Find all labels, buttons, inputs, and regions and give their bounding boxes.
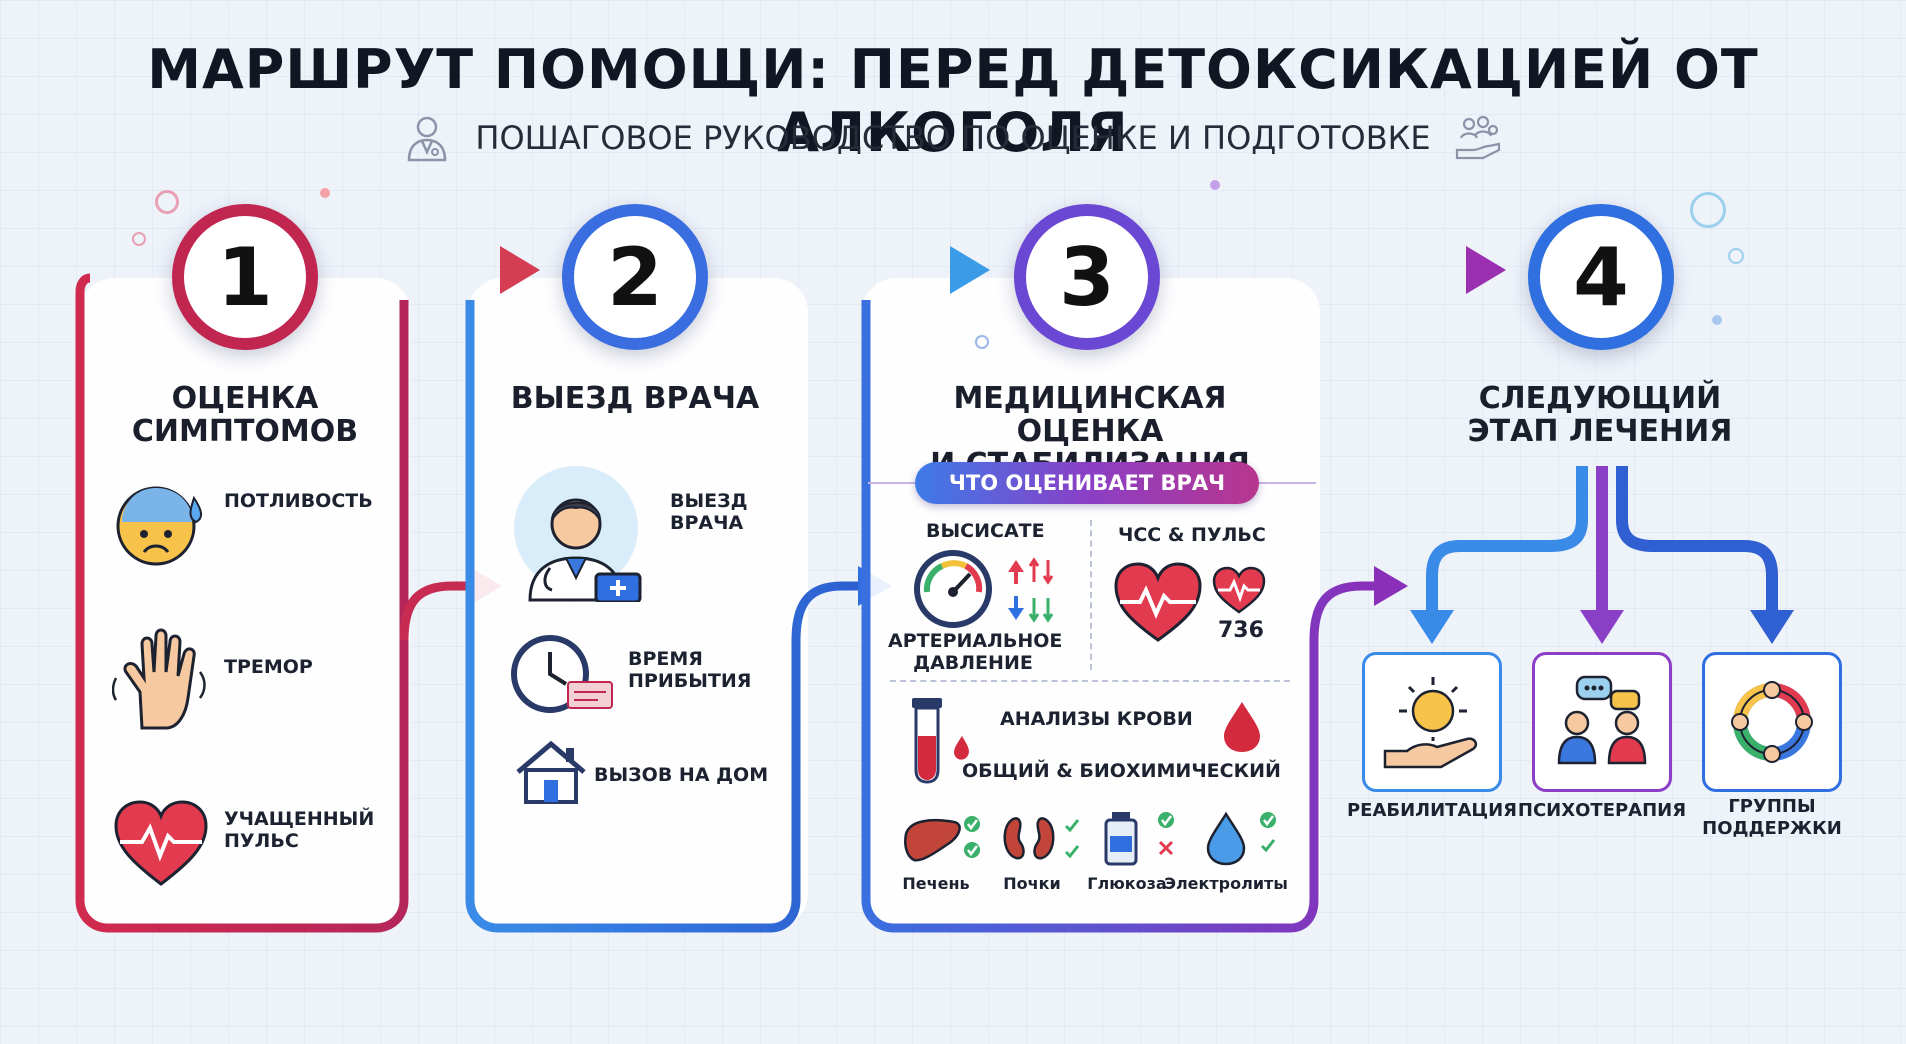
blood-pressure-label-line1: АРТЕРИАЛЬНОЕ: [888, 630, 1063, 652]
hands-circle-icon: [1731, 681, 1813, 763]
bp-arrows-icon: [1008, 557, 1054, 623]
arrow-head-lower-3: [1374, 566, 1408, 606]
stage-3-title-line1: МЕДИЦИНСКАЯ ОЦЕНКА: [953, 381, 1227, 449]
rehab-label: РЕАБИЛИТАЦИЯ: [1346, 800, 1518, 821]
arrow-head-support: [1750, 610, 1794, 644]
organ-kidneys-label: Почки: [1003, 874, 1061, 893]
blood-pressure-label-line2: ДАВЛЕНИЕ: [913, 652, 1033, 674]
organ-electrolytes-label: Электролиты: [1164, 874, 1288, 893]
stage3-frame: [861, 300, 1376, 933]
stage2-panel: [468, 278, 808, 928]
divider: [890, 680, 1290, 682]
tremor-hand-icon: [112, 628, 206, 730]
glucose-vial-icon: [1104, 812, 1174, 866]
support-groups-option-card[interactable]: [1702, 652, 1842, 792]
arrow-head-rehab: [1410, 610, 1454, 644]
doctor-visit-label-line1: ВЫЕЗД: [670, 490, 748, 512]
heart-rate-label: ЧСС & ПУЛЬС: [1118, 524, 1266, 546]
organ-liver-label: Печень: [902, 874, 970, 893]
support-groups-label: ГРУППЫ ПОДДЕРЖКИ: [1680, 796, 1864, 840]
heart-rate-icon: [1114, 562, 1202, 642]
step-1-circle: 1: [172, 204, 318, 350]
blood-tests-label: АНАЛИЗЫ КРОВИ: [1000, 708, 1193, 730]
branch-support: [1616, 466, 1778, 612]
stage-2-title: ВЫЕЗД ВРАЧА: [510, 381, 760, 416]
sparkle-bubble: [975, 335, 989, 349]
symptom-pulse-label-line1: УЧАЩЕННЫЙ: [224, 808, 375, 830]
symptom-pulse-label: УЧАЩЕННЫЙ ПУЛЬС: [224, 808, 374, 852]
organ-glucose-label: Глюкоза: [1087, 874, 1167, 893]
stage-1-title: ОЦЕНКА СИМПТОМОВ: [90, 382, 400, 448]
doctor-visit-label-line2: ВРАЧА: [670, 512, 744, 534]
stage2-frame: [465, 300, 860, 933]
arrival-time-label: ВРЕМЯ ПРИБЫТИЯ: [628, 648, 751, 692]
step-3-circle: 3: [1014, 204, 1160, 350]
blood-pressure-gauge-icon: [914, 550, 992, 628]
arrow-head-1-2: [500, 246, 540, 294]
sparkle-bubble: [1728, 248, 1744, 264]
sweating-face-icon: [116, 486, 202, 566]
sparkle-bubble: [132, 232, 146, 246]
sparkle-dot: [1712, 315, 1722, 325]
psychotherapy-option-card[interactable]: [1532, 652, 1672, 792]
arrow-head-psychotherapy: [1580, 610, 1624, 644]
rehab-option-card[interactable]: [1362, 652, 1502, 792]
blood-drop-icon: [1224, 702, 1260, 752]
doctor-visit-label: ВЫЕЗД ВРАЧА: [670, 490, 748, 534]
page-title: МАРШРУТ ПОМОЩИ: ПЕРЕД ДЕТОКСИКАЦИЕЙ ОТ А…: [147, 38, 1759, 164]
blood-pressure-label: АРТЕРИАЛЬНОЕ ДАВЛЕНИЕ: [888, 630, 1063, 674]
symptom-tremor-label: ТРЕМОР: [224, 656, 313, 678]
blood-test-tube-icon: [912, 698, 969, 784]
people-chat-icon: [1557, 675, 1647, 765]
doctor-assessment-pill: ЧТО ОЦЕНИВАЕТ ВРАЧ: [915, 462, 1259, 504]
small-heart-icon: [1212, 566, 1266, 614]
sparkle-dot: [320, 188, 330, 198]
arrival-time-label-line1: ВРЕМЯ: [628, 648, 703, 670]
subtitle-row: ПОШАГОВОЕ РУКОВОДСТВО ПО ОЦЕНКЕ И ПОДГОТ…: [0, 112, 1906, 164]
sparkle-bubble: [155, 190, 179, 214]
sparkle-dot: [1210, 180, 1220, 190]
stage-1-title-line1: ОЦЕНКА: [171, 381, 319, 416]
symptom-pulse-label-line2: ПУЛЬС: [224, 830, 299, 852]
step-4-circle: 4: [1528, 204, 1674, 350]
sparkle-bubble: [1690, 192, 1726, 228]
stage1-panel: [80, 278, 410, 928]
stage1-to-2-lower-connector: [399, 581, 470, 641]
house-icon: [516, 740, 586, 804]
step-2-circle: 2: [562, 204, 708, 350]
symptom-sweating-label: ПОТЛИВОСТЬ: [224, 490, 373, 512]
stage-4-title: СЛЕДУЮЩИЙ ЭТАП ЛЕЧЕНИЯ: [1440, 382, 1760, 448]
stage-4-title-line1: СЛЕДУЮЩИЙ: [1478, 381, 1722, 416]
branch-rehab: [1426, 466, 1588, 612]
page-subtitle: ПОШАГОВОЕ РУКОВОДСТВО ПО ОЦЕНКЕ И ПОДГОТ…: [475, 119, 1431, 157]
doctor-icon: [514, 466, 642, 602]
electrolytes-drop-icon: [1206, 811, 1276, 866]
liver-icon: [904, 816, 980, 862]
sun-hand-icon: [1383, 677, 1478, 769]
heart-pulse-icon: [114, 800, 208, 886]
divider: [1090, 520, 1092, 670]
arrival-time-label-line2: ПРИБЫТИЯ: [628, 670, 752, 692]
support-groups-label-line2: ПОДДЕРЖКИ: [1702, 818, 1842, 839]
blood-tests-type-label: ОБЩИЙ & БИОХИМИЧЕСКИЙ: [962, 760, 1281, 782]
kidneys-icon: [1003, 817, 1080, 860]
stage1-frame: [75, 273, 409, 933]
arrow-head-3-4: [1466, 246, 1506, 294]
stage-4-title-line2: ЭТАП ЛЕЧЕНИЯ: [1467, 414, 1733, 449]
group-hand-icon: [1455, 115, 1500, 160]
doctor-outline-icon: [408, 116, 447, 162]
arrow-head-2-3: [950, 246, 990, 294]
clock-icon: [511, 635, 613, 713]
home-call-label: ВЫЗОВ НА ДОМ: [594, 764, 769, 786]
heart-rate-value: 736: [1218, 618, 1264, 643]
psychotherapy-label: ПСИХОТЕРАПИЯ: [1517, 800, 1687, 821]
bp-top-label: ВЫСИСАТЕ: [926, 520, 1045, 542]
support-groups-label-line1: ГРУППЫ: [1728, 796, 1816, 817]
stage-1-title-line2: СИМПТОМОВ: [131, 414, 359, 449]
